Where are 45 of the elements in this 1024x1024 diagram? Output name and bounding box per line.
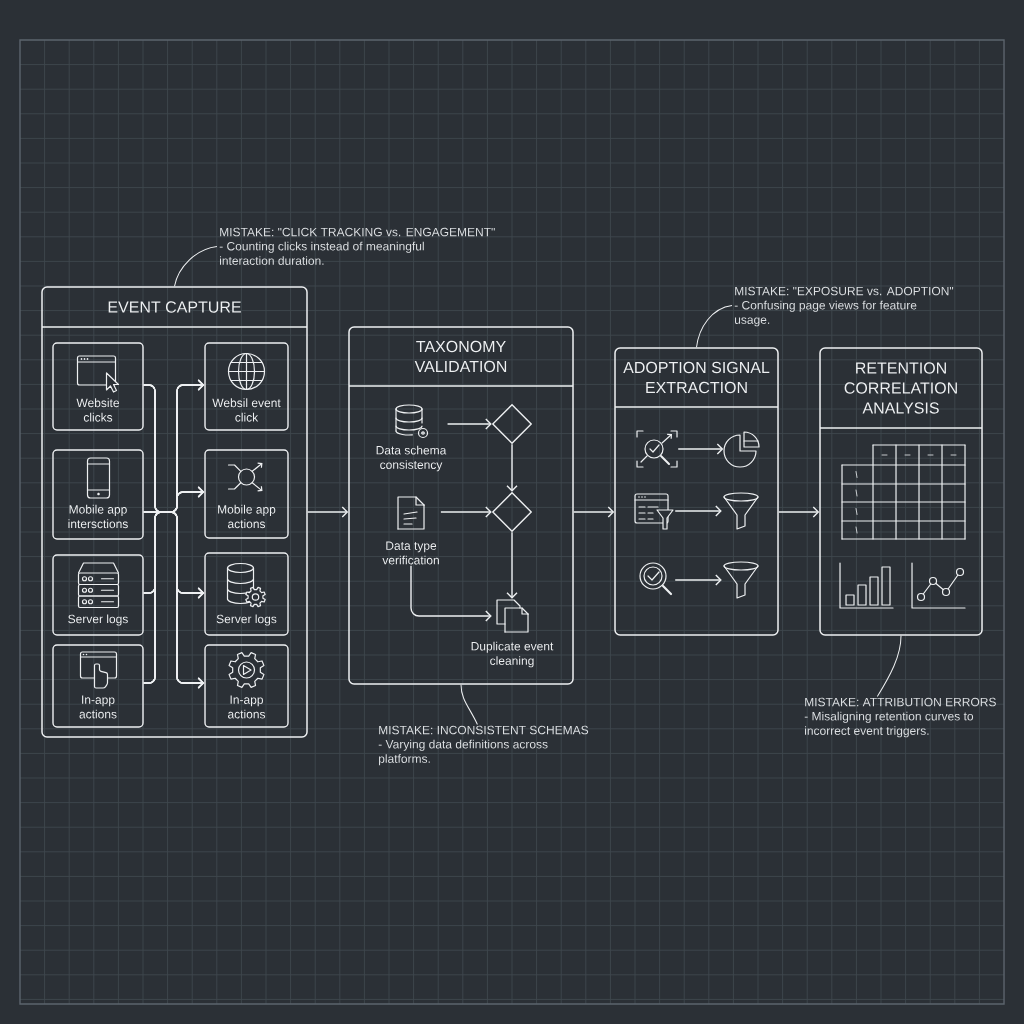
callout-text: - Varying data definitions across platforms.	[378, 739, 548, 766]
scan-magnifier-icon	[636, 430, 678, 468]
source-box: In-app actions	[204, 644, 289, 728]
panel-title: TAXONOMY VALIDATION	[414, 340, 507, 373]
step-label: Duplicate event cleaning	[471, 641, 554, 668]
arrow	[506, 531, 518, 599]
panel-title: EVENT CAPTURE	[108, 301, 241, 313]
source-box: Mobile app intersctions	[52, 449, 144, 540]
pie-chart-icon	[723, 431, 760, 468]
source-box: Server logs	[204, 552, 289, 636]
callout-heading: MISTAKE: "EXPOSURE vs. ADOPTION"	[735, 286, 954, 296]
arrow	[410, 564, 492, 622]
source-box: Website clicks	[52, 342, 144, 431]
leader-line	[876, 635, 902, 698]
step-label: Data type verification	[382, 541, 439, 565]
arrow	[307, 506, 349, 518]
arrow	[506, 443, 518, 492]
source-box: Server logs	[52, 554, 144, 636]
funnel-icon	[723, 561, 759, 599]
browser-filter-icon	[634, 493, 674, 530]
callout-text: - Misaligning retention curves to incorrect event triggers.	[804, 711, 974, 738]
arrow	[446, 418, 492, 430]
callout-heading: MISTAKE: INCONSISTENT SCHEMAS	[379, 725, 589, 735]
callout-text: - Counting clicks instead of meaningful interaction duration.	[219, 241, 424, 265]
arrow	[573, 506, 615, 518]
callout-heading: MISTAKE: "CLICK TRACKING vs. ENGAGEMENT"	[220, 227, 495, 237]
magnifier-check-icon	[639, 562, 673, 596]
funnel-icon	[723, 492, 759, 530]
callout-heading: MISTAKE: ATTRIBUTION ERRORS	[805, 697, 996, 707]
source-box: In-app actions	[52, 644, 144, 728]
leader-line	[696, 304, 733, 348]
arrow	[677, 443, 724, 455]
arrow	[440, 506, 492, 518]
leader-line	[460, 684, 478, 726]
arrow	[674, 574, 722, 586]
source-box: Websil event click	[204, 342, 289, 431]
arrow	[778, 506, 820, 518]
panel-title: ADOPTION SIGNAL EXTRACTION	[623, 361, 770, 394]
callout-text: - Confusing page views for feature usage.	[734, 300, 917, 327]
leader-line	[174, 245, 218, 287]
source-box: Mobile app actions	[204, 449, 289, 539]
step-label: Data schema consistency	[376, 445, 447, 472]
panel-title: RETENTION CORRELATION ANALYSIS	[844, 362, 957, 414]
branching-arrows	[143, 379, 205, 689]
arrow	[674, 505, 722, 517]
